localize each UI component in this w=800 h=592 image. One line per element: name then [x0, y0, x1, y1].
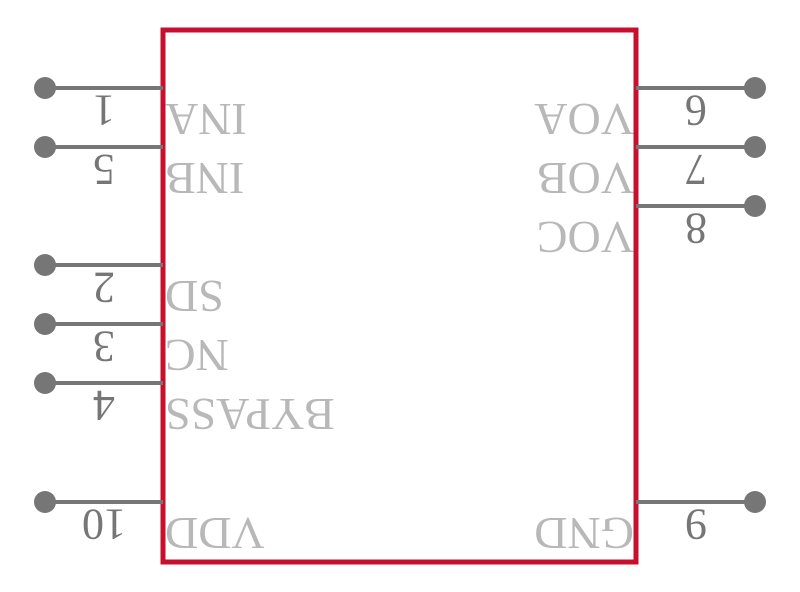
component-body	[160, 27, 639, 565]
pin-terminal	[744, 491, 766, 513]
pin-label: VOB	[537, 153, 634, 204]
left-pin: 4 BYPASS	[34, 372, 335, 440]
pin-number: 9	[685, 500, 707, 549]
pin-terminal	[744, 195, 766, 217]
left-pin: 2 SD	[34, 254, 224, 322]
pin-terminal	[744, 136, 766, 158]
pin-terminal	[34, 136, 56, 158]
pin-label: VDD	[165, 508, 265, 559]
pin-terminal	[34, 491, 56, 513]
pin-number: 6	[685, 86, 707, 135]
pin-terminal	[34, 313, 56, 335]
pin-number: 5	[93, 145, 115, 194]
pin-number: 4	[93, 381, 115, 430]
left-pin: 1 INA	[34, 77, 247, 145]
pin-number: 7	[685, 145, 707, 194]
pin-number: 10	[82, 500, 126, 549]
right-pin: 6 VOA	[534, 77, 766, 145]
pin-terminal	[34, 372, 56, 394]
right-pin: 9 GND	[534, 491, 766, 559]
pin-number: 1	[93, 86, 115, 135]
pin-label: NC	[165, 330, 229, 381]
pin-label: VOA	[534, 94, 634, 145]
left-pin: 10 VDD	[34, 491, 265, 559]
pin-label: INA	[165, 94, 247, 145]
pin-label: INB	[165, 153, 244, 204]
pin-terminal	[744, 77, 766, 99]
pin-terminal	[34, 77, 56, 99]
right-pin: 7 VOB	[537, 136, 766, 204]
left-pin: 3 NC	[34, 313, 229, 381]
right-pin: 8 VOC	[537, 195, 766, 263]
pin-label: GND	[534, 508, 634, 559]
pin-terminal	[34, 254, 56, 276]
pin-number: 3	[93, 322, 115, 371]
pin-label: BYPASS	[165, 389, 335, 440]
left-pin: 5 INB	[34, 136, 244, 204]
pin-label: VOC	[537, 212, 634, 263]
pin-label: SD	[165, 271, 224, 322]
pin-number: 2	[93, 263, 115, 312]
pin-number: 8	[685, 204, 707, 253]
